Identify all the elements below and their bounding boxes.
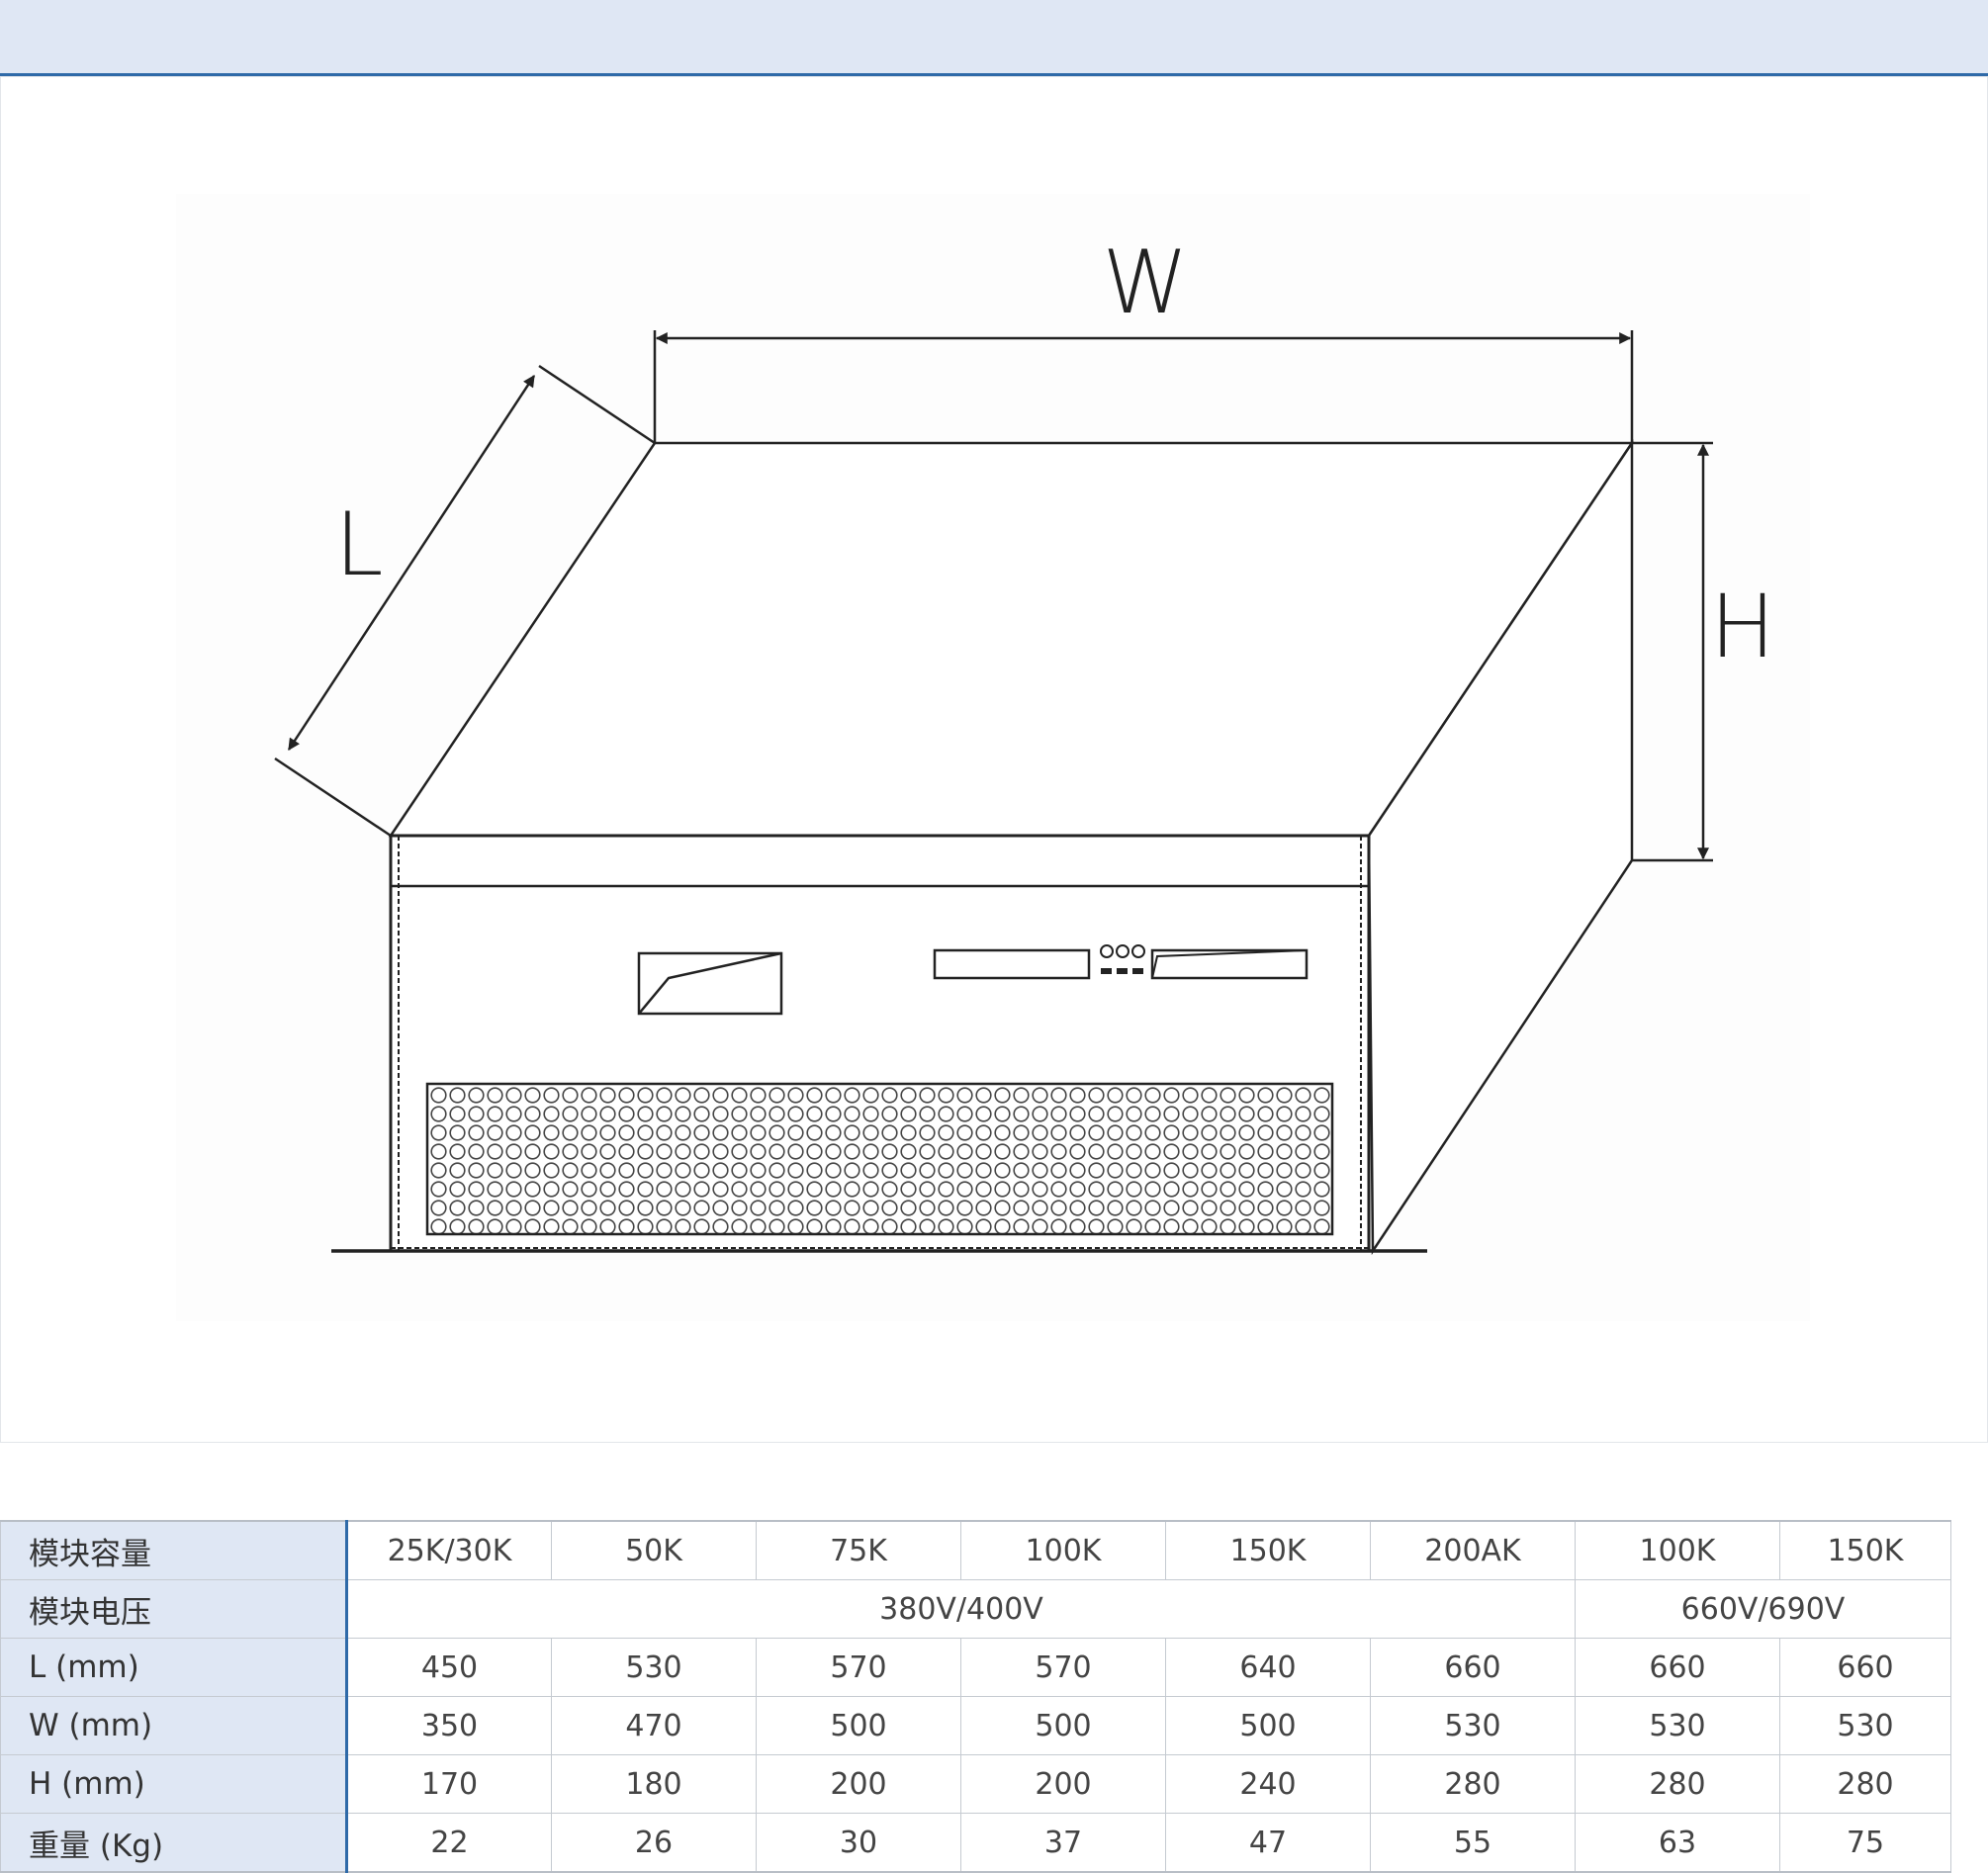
table-cell: 63 (1575, 1813, 1780, 1873)
row-label: 重量 (Kg) (0, 1813, 348, 1873)
table-cell: 240 (1165, 1754, 1371, 1814)
voltage-group-cell: 660V/690V (1575, 1579, 1951, 1639)
table-cell: 530 (1370, 1696, 1576, 1755)
table-cell: 180 (551, 1754, 757, 1814)
table-cell: 660 (1575, 1638, 1780, 1697)
height-label: H (1710, 576, 1775, 677)
indicator-light-1 (1100, 944, 1114, 958)
table-cell: 37 (960, 1813, 1166, 1873)
status-display-strip-right (1150, 948, 1309, 980)
table-cell: 280 (1370, 1754, 1576, 1814)
module-dimension-drawing: W H L (274, 231, 1776, 1256)
length-extension-top (538, 364, 656, 445)
height-row: H (mm) 170 180 200 200 240 280 280 280 (0, 1754, 1951, 1814)
capacity-row: 模块容量 25K/30K 50K 75K 100K 150K 200AK 100… (0, 1520, 1951, 1580)
table-cell: 280 (1779, 1754, 1951, 1814)
table-cell: 150K (1779, 1520, 1951, 1580)
row-label: H (mm) (0, 1754, 348, 1814)
length-extension-bottom (274, 757, 392, 838)
status-display-strip (933, 948, 1091, 980)
indicator-light-3 (1131, 944, 1145, 958)
table-cell: 55 (1370, 1813, 1576, 1873)
table-cell: 500 (1165, 1696, 1371, 1755)
indicator-button-2 (1117, 968, 1128, 974)
table-cell: 200 (756, 1754, 961, 1814)
indicator-button-1 (1101, 968, 1112, 974)
spec-table: 模块容量 25K/30K 50K 75K 100K 150K 200AK 100… (0, 1520, 1951, 1873)
voltage-group-cell: 380V/400V (346, 1579, 1576, 1639)
table-cell: 660 (1370, 1638, 1576, 1697)
table-cell: 350 (346, 1696, 552, 1755)
weight-row: 重量 (Kg) 22 26 30 37 47 55 63 75 (0, 1813, 1951, 1873)
table-cell: 26 (551, 1813, 757, 1873)
table-cell: 75 (1779, 1813, 1951, 1873)
table-cell: 640 (1165, 1638, 1371, 1697)
table-cell: 500 (960, 1696, 1166, 1755)
table-cell: 570 (960, 1638, 1166, 1697)
header-band (0, 0, 1988, 76)
row-label: 模块电压 (0, 1579, 348, 1639)
row-label: W (mm) (0, 1696, 348, 1755)
table-cell: 100K (1575, 1520, 1780, 1580)
table-cell: 30 (756, 1813, 961, 1873)
table-cell: 530 (1779, 1696, 1951, 1755)
table-cell: 150K (1165, 1520, 1371, 1580)
table-cell: 570 (756, 1638, 961, 1697)
status-display-slash (1151, 949, 1308, 979)
table-cell: 47 (1165, 1813, 1371, 1873)
table-cell: 450 (346, 1638, 552, 1697)
table-cell: 530 (551, 1638, 757, 1697)
table-cell: 100K (960, 1520, 1166, 1580)
row-label: 模块容量 (0, 1520, 348, 1580)
table-cell: 75K (756, 1520, 961, 1580)
length-row: L (mm) 450 530 570 570 640 660 660 660 (0, 1638, 1951, 1697)
length-dimension-line (287, 374, 536, 752)
voltage-row: 模块电压 380V/400V 660V/690V (0, 1579, 1951, 1639)
table-cell: 200 (960, 1754, 1166, 1814)
indicator-light-2 (1116, 944, 1130, 958)
table-cell: 660 (1779, 1638, 1951, 1697)
width-row: W (mm) 350 470 500 500 500 530 530 530 (0, 1696, 1951, 1755)
left-display-window (637, 951, 783, 1016)
table-cell: 22 (346, 1813, 552, 1873)
table-cell: 50K (551, 1520, 757, 1580)
row-label: L (mm) (0, 1638, 348, 1697)
table-cell: 200AK (1370, 1520, 1576, 1580)
table-cell: 280 (1575, 1754, 1780, 1814)
table-cell: 470 (551, 1696, 757, 1755)
ventilation-grille (425, 1082, 1334, 1236)
table-cell: 500 (756, 1696, 961, 1755)
width-label: W (1102, 231, 1188, 333)
table-cell: 530 (1575, 1696, 1780, 1755)
left-display-slash (638, 951, 782, 1015)
length-label: L (334, 493, 383, 595)
indicator-button-3 (1132, 968, 1143, 974)
table-cell: 170 (346, 1754, 552, 1814)
table-cell: 25K/30K (346, 1520, 552, 1580)
